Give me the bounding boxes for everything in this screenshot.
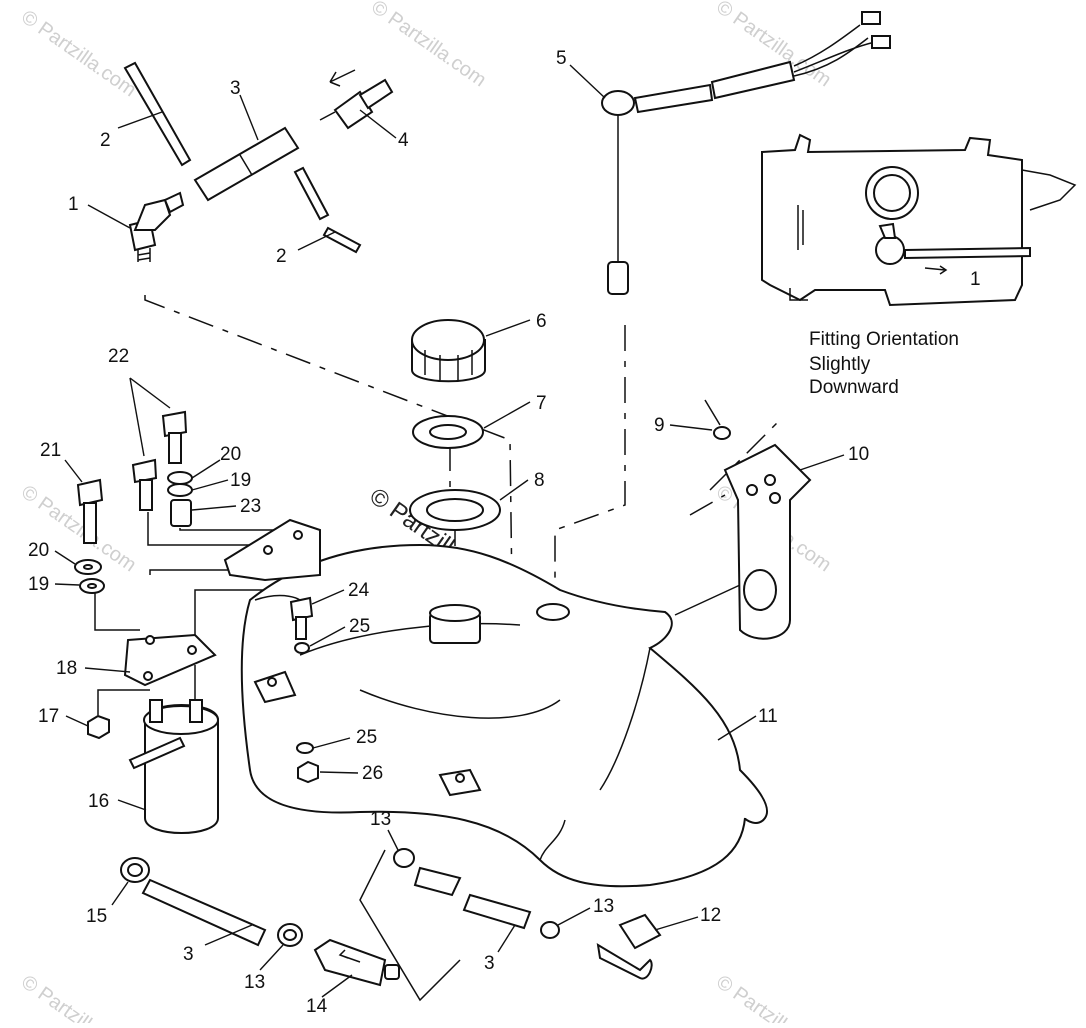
callout-15: 15 xyxy=(86,906,107,927)
callout-22: 22 xyxy=(108,346,129,367)
callouts: 1 2 2 3 4 5 6 7 8 9 10 11 12 13 13 13 14… xyxy=(28,48,981,1017)
clamp-13-top xyxy=(393,848,415,868)
callout-25: 25 xyxy=(349,616,370,637)
leader-lines xyxy=(54,64,845,998)
mounting-bracket xyxy=(723,443,812,640)
fuel-valve xyxy=(319,69,394,130)
fuel-hose-top xyxy=(193,126,300,202)
inset-tank-view xyxy=(761,133,1077,307)
callout-21: 21 xyxy=(40,440,61,461)
washer-20-left xyxy=(74,559,102,575)
callout-7: 7 xyxy=(536,393,547,414)
callout-16: 16 xyxy=(88,791,109,812)
bolt-22-right xyxy=(161,410,188,464)
watermark-text: © Partzilla.com xyxy=(712,971,835,1023)
spacer-23 xyxy=(170,499,192,527)
callout-2: 2 xyxy=(100,130,111,151)
callout-13: 13 xyxy=(244,972,265,993)
callout-14: 14 xyxy=(306,996,328,1017)
fuel-hose-lower-left xyxy=(141,878,267,947)
fuel-sender xyxy=(601,11,891,295)
bolt-21 xyxy=(76,478,104,544)
nut-26 xyxy=(297,760,319,784)
callout-13: 13 xyxy=(593,896,614,917)
bolt-22-left xyxy=(131,458,158,511)
callout-25: 25 xyxy=(356,727,377,748)
callout-26: 26 xyxy=(362,763,383,784)
inset-caption-line-2: Slightly xyxy=(809,354,871,375)
watermark-text: © Partzilla.com xyxy=(17,6,140,101)
clamp-13-right xyxy=(540,921,560,939)
bolt-24 xyxy=(289,596,314,640)
cap-gasket xyxy=(412,415,484,449)
callout-3: 3 xyxy=(230,78,241,99)
callout-3: 3 xyxy=(484,953,495,974)
callout-2: 2 xyxy=(276,246,287,267)
clamp-right xyxy=(293,166,362,254)
inline-filter-14 xyxy=(313,938,400,987)
inset-caption-line-3: Downward xyxy=(809,377,899,398)
callout-6: 6 xyxy=(536,311,547,332)
callout-9: 9 xyxy=(654,415,665,436)
callout-23: 23 xyxy=(240,496,261,517)
nut-17 xyxy=(87,714,110,740)
fuel-cap xyxy=(411,319,486,383)
callout-19: 19 xyxy=(230,470,251,491)
callout-17: 17 xyxy=(38,706,59,727)
callout-3: 3 xyxy=(183,944,194,965)
inset-caption-line-1: Fitting Orientation xyxy=(809,329,959,350)
elbow-fitting-12 xyxy=(596,913,662,980)
washer-25-bottom xyxy=(296,742,314,754)
filler-gasket xyxy=(409,489,501,531)
watermark-text: © Partzilla.com xyxy=(367,0,490,91)
wire-clip xyxy=(704,399,731,440)
fuel-filter-16 xyxy=(128,699,219,834)
callout-18: 18 xyxy=(56,658,77,679)
callout-13: 13 xyxy=(370,809,391,830)
fuel-tank xyxy=(240,543,768,888)
fuel-hose-lower-right xyxy=(413,866,532,930)
callout-20: 20 xyxy=(220,444,241,465)
washers-19-20-right xyxy=(167,471,193,497)
callout-20: 20 xyxy=(28,540,49,561)
watermark-text: © Partzilla.com xyxy=(17,971,140,1023)
callout-12: 12 xyxy=(700,905,721,926)
inset-caption: Fitting Orientation Slightly Downward xyxy=(809,329,959,398)
callout-8: 8 xyxy=(534,470,545,491)
upper-bracket xyxy=(223,518,321,582)
washer-25-top xyxy=(294,642,310,654)
callout-4: 4 xyxy=(398,130,409,151)
inset-callout-1: 1 xyxy=(970,269,981,290)
washer-19-left xyxy=(79,578,105,594)
clamp-15 xyxy=(120,857,150,883)
clamp-13-left xyxy=(277,923,303,947)
callout-19: 19 xyxy=(28,574,49,595)
callout-10: 10 xyxy=(848,444,869,465)
fuel-fitting xyxy=(128,191,185,262)
callout-11: 11 xyxy=(758,706,778,727)
callout-24: 24 xyxy=(348,580,370,601)
callout-1: 1 xyxy=(68,194,79,215)
filter-bracket-18 xyxy=(123,633,217,687)
callout-5: 5 xyxy=(556,48,567,69)
